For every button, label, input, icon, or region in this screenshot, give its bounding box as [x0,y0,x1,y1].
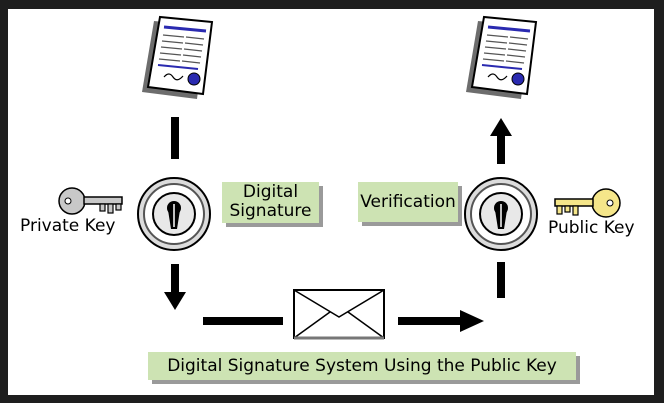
private-key-label: Private Key [20,216,116,236]
right-arrowhead [460,310,484,332]
diagram-caption: Digital Signature System Using the Publi… [148,352,576,380]
connector-line [171,264,179,294]
lock-icon [464,177,538,251]
connector-line [171,117,179,159]
yellow-key-icon [554,188,621,218]
connector-line [497,134,505,164]
digital-signature-line1: Digital [242,182,299,202]
down-arrowhead [164,292,186,310]
digital-signature-label: Digital Signature [222,182,319,223]
up-arrowhead [490,118,512,136]
digital-signature-line2: Signature [229,201,312,221]
connector-line [203,317,283,325]
lock-icon [137,177,211,251]
public-key-label: Public Key [548,218,635,238]
document-icon [464,15,538,101]
connector-line [398,317,462,325]
document-icon [140,15,214,101]
gray-key-icon [58,187,123,215]
connector-line [497,262,505,298]
verification-label: Verification [358,182,458,222]
envelope-icon [293,289,385,340]
